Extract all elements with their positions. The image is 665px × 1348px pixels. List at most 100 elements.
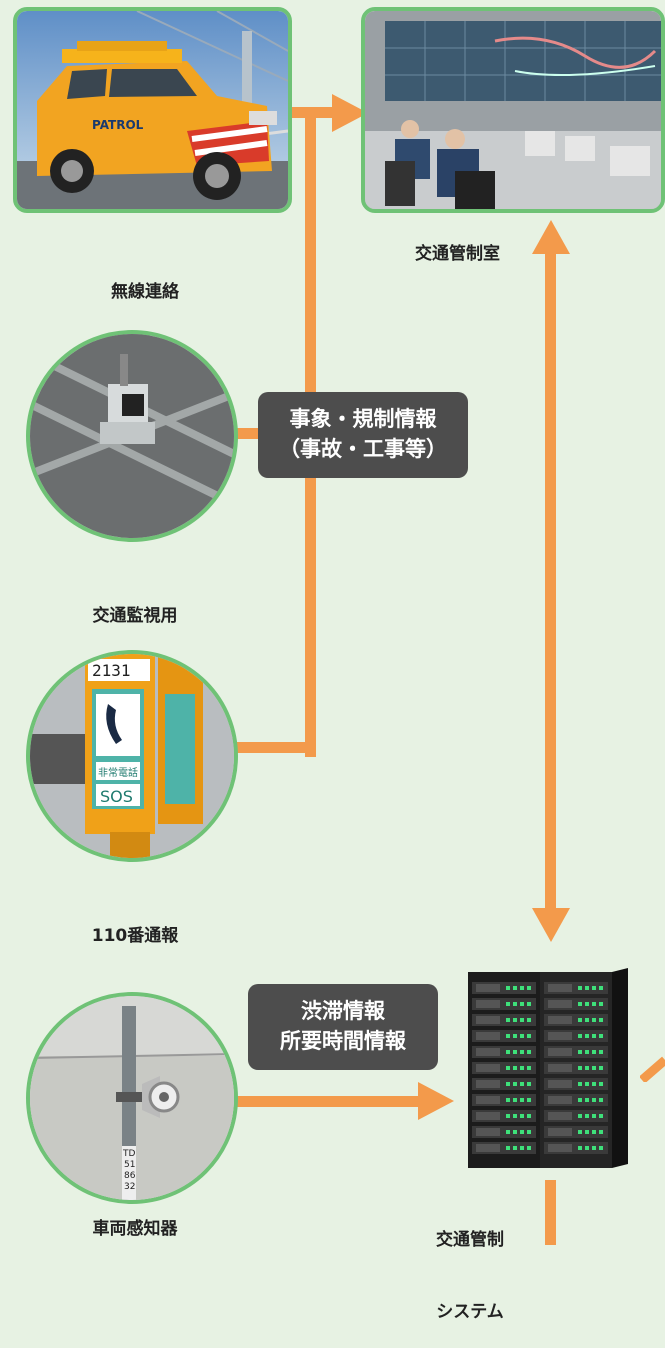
server-vent [548,1080,572,1088]
server-led [592,1082,596,1086]
sos-text: SOS [100,787,133,806]
server-vent [476,984,500,992]
camera-photo [26,330,238,542]
server-led [599,1130,603,1134]
server-led [520,1050,524,1054]
server-led [585,1002,589,1006]
server-led [592,1130,596,1134]
server-led [506,1114,510,1118]
server-led [527,1082,531,1086]
server-vent [476,1048,500,1056]
pole-code: TD 51 86 32 [122,1149,138,1192]
server-vent [548,1128,572,1136]
server-led [599,1082,603,1086]
patrol-door-text: PATROL [92,118,144,132]
server-led [527,1130,531,1134]
server-led [506,1130,510,1134]
server-led [520,986,524,990]
server-led [585,1066,589,1070]
event-info-badge: 事象・規制情報 （事故・工事等） [258,392,468,478]
phone-sign-text: 非常電話 [98,766,138,779]
server-led [513,1002,517,1006]
radio-label-line1: 無線連絡 [111,282,179,302]
server-led [592,1018,596,1022]
control-room-photo [361,7,665,213]
server-led [520,1130,524,1134]
server-led [585,1034,589,1038]
server-led [578,1050,582,1054]
server-led [599,1034,603,1038]
server-vent [476,1032,500,1040]
event-info-line2: （事故・工事等） [279,437,447,461]
server-led [506,1098,510,1102]
pole-code-1: TD [122,1149,135,1159]
server-led [513,1018,517,1022]
server-led [520,1146,524,1150]
detector-label: 車両感知器 [92,1219,178,1239]
system-label-line1: 交通管制 [436,1230,504,1250]
server-led [585,986,589,990]
server-led [578,1066,582,1070]
arrow-to-control-room [332,94,368,132]
server-led [585,1098,589,1102]
pole-code-2: 51 [124,1160,135,1170]
emergency-phone-photo: 2131 非常電話 SOS [26,650,238,862]
server-led [513,1066,517,1070]
event-info-line1: 事象・規制情報 [289,407,437,431]
server-led [585,1114,589,1118]
server-led [527,1066,531,1070]
arrow-down-head [532,908,570,942]
server-led [513,1130,517,1134]
server-led [506,986,510,990]
server-led [513,1146,517,1150]
server-led [520,1018,524,1022]
server-vent [476,1064,500,1072]
server-led [513,1050,517,1054]
server-led [592,986,596,990]
connector-control-system [545,240,556,930]
server-led [513,1034,517,1038]
server-led [578,1130,582,1134]
server-led [520,1098,524,1102]
traffic-info-badge: 渋滞情報 所要時間情報 [248,984,438,1070]
arrow-up-head [532,220,570,254]
traffic-info-line2: 所要時間情報 [280,1029,406,1053]
server-led [585,1050,589,1054]
server-vent [548,1032,572,1040]
server-led [592,1066,596,1070]
server-led [599,1114,603,1118]
server-led [578,1146,582,1150]
server-led [527,1050,531,1054]
connector-system-down [545,1180,556,1245]
server-led [513,986,517,990]
server-led [599,1098,603,1102]
server-led [599,1018,603,1022]
server-rack-icon [468,968,628,1168]
connector-detector [232,1096,422,1107]
arrow-to-system [418,1082,454,1120]
server-led [599,986,603,990]
server-vent [548,984,572,992]
server-vent [548,1000,572,1008]
server-led [585,1082,589,1086]
server-led [578,1082,582,1086]
server-vent [548,1144,572,1152]
server-led [527,1146,531,1150]
server-led [527,1002,531,1006]
server-led [592,1034,596,1038]
server-led [527,1098,531,1102]
server-vent [548,1048,572,1056]
server-led [578,1002,582,1006]
server-led [599,1066,603,1070]
server-led [599,1050,603,1054]
server-led [506,1034,510,1038]
server-led [506,1018,510,1022]
server-led [578,1034,582,1038]
pole-code-4: 32 [124,1182,135,1192]
server-led [599,1146,603,1150]
server-led [592,1114,596,1118]
server-led [513,1114,517,1118]
server-led [527,1018,531,1022]
server-led [592,1146,596,1150]
server-vent [476,1144,500,1152]
